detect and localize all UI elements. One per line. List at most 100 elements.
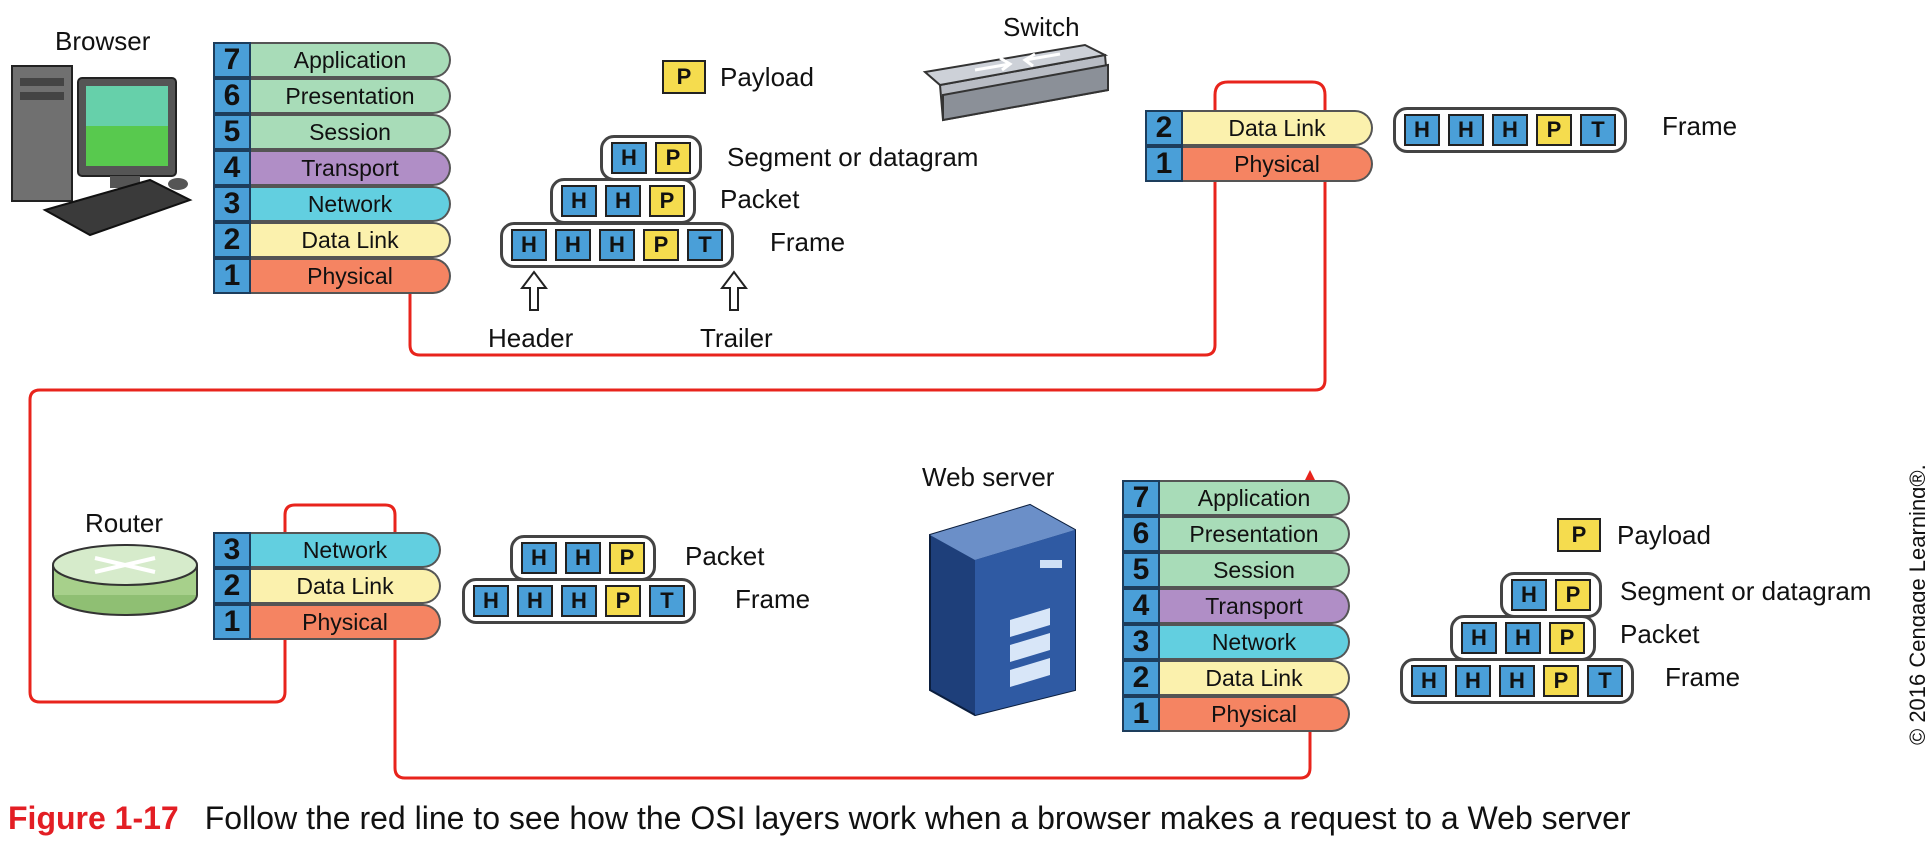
header-box: H [473,585,509,617]
router-packet-label: Packet [685,541,765,571]
packet-label: Packet [720,184,800,214]
segment-pdu: H P [600,135,702,181]
layer-name-session: Session [251,114,451,150]
payload-box: P [643,229,679,261]
payload-swatch: P [662,60,706,94]
layer-name-physical: Physical [1183,146,1373,182]
header-box: H [1505,622,1541,654]
header-box: H [611,142,647,174]
layer-number: 1 [1122,696,1160,732]
server-packet-label: Packet [1620,619,1700,649]
layer-number: 7 [213,42,251,78]
payload-box: P [649,185,685,217]
layer-name-presentation: Presentation [251,78,451,114]
header-box: H [561,585,597,617]
layer-number: 3 [213,186,251,222]
layer-number: 2 [213,568,251,604]
header-box: H [605,185,641,217]
router-frame-label: Frame [735,584,811,614]
trailer-box: T [1587,665,1623,697]
layer-name-transport: Transport [251,150,451,186]
switch-label: Switch [1003,12,1080,42]
trailer-label: Trailer [700,323,773,353]
header-box: H [565,542,601,574]
router-packet-pdu: H H P [510,535,656,581]
payload-box: P [655,142,691,174]
header-box: H [555,229,591,261]
header-box: H [511,229,547,261]
header-box: H [521,542,557,574]
red-path [28,80,1327,780]
header-box: H [1499,665,1535,697]
header-box: H [599,229,635,261]
header-box: H [517,585,553,617]
layer-number: 3 [1122,624,1160,660]
payload-box: P [1555,579,1591,611]
payload-label: Payload [720,62,814,92]
router-label: Router [85,508,164,538]
layer-name-transport: Transport [1160,588,1350,624]
layer-name-physical: Physical [251,604,441,640]
header-box: H [1448,114,1484,146]
server-segment-label: Segment or datagram [1620,576,1872,606]
header-box: H [1492,114,1528,146]
frame-label: Frame [770,227,846,257]
layer-name-network: Network [251,532,441,568]
layer-number: 7 [1122,480,1160,516]
layer-name-presentation: Presentation [1160,516,1350,552]
layer-name-network: Network [1160,624,1350,660]
trailer-arrow [720,270,748,311]
server-frame-pdu: H H H P T [1400,658,1634,704]
header-box: H [1511,579,1547,611]
web-server-label: Web server [922,462,1055,492]
layer-name-physical: Physical [251,258,451,294]
browser-label: Browser [55,26,151,56]
layer-name-data-link: Data Link [251,568,441,604]
header-arrow [520,270,548,311]
router-icon [52,544,198,616]
payload-box: P [605,585,641,617]
layer-number: 4 [213,150,251,186]
trailer-box: T [649,585,685,617]
layer-number: 1 [213,604,251,640]
packet-pdu: H H P [550,178,696,224]
header-box: H [1411,665,1447,697]
figure-number: Figure 1-17 [8,800,179,836]
payload-box: P [1543,665,1579,697]
server-payload-swatch: P [1557,518,1601,552]
server-packet-pdu: H H P [1450,615,1596,661]
caption-text: Follow the red line to see how the OSI l… [204,800,1631,836]
layer-name-network: Network [251,186,451,222]
switch-icon [922,43,1110,122]
layer-number: 6 [213,78,251,114]
switch-frame-label: Frame [1662,111,1738,141]
header-box: H [561,185,597,217]
layer-name-data-link: Data Link [1183,110,1373,146]
layer-name-physical: Physical [1160,696,1350,732]
layer-name-application: Application [251,42,451,78]
layer-number: 4 [1122,588,1160,624]
copyright-text: © 2016 Cengage Learning®. [1905,464,1925,745]
layer-number: 5 [1122,552,1160,588]
trailer-box: T [687,229,723,261]
payload-box: P [609,542,645,574]
server-frame-label: Frame [1665,662,1741,692]
layer-number: 5 [213,114,251,150]
layer-name-data-link: Data Link [251,222,451,258]
segment-label: Segment or datagram [727,142,979,172]
layer-number: 2 [1122,660,1160,696]
layer-name-session: Session [1160,552,1350,588]
figure-caption: Figure 1-17 Follow the red line to see ho… [8,800,1631,837]
payload-box: P [1549,622,1585,654]
layer-number: 1 [1145,146,1183,182]
trailer-box: T [1580,114,1616,146]
layer-number: 2 [213,222,251,258]
server-segment-pdu: H P [1500,572,1602,618]
layer-number: 3 [213,532,251,568]
header-box: H [1404,114,1440,146]
server-payload-label: Payload [1617,520,1711,550]
header-box: H [1455,665,1491,697]
switch-frame-pdu: H H H P T [1393,107,1627,153]
